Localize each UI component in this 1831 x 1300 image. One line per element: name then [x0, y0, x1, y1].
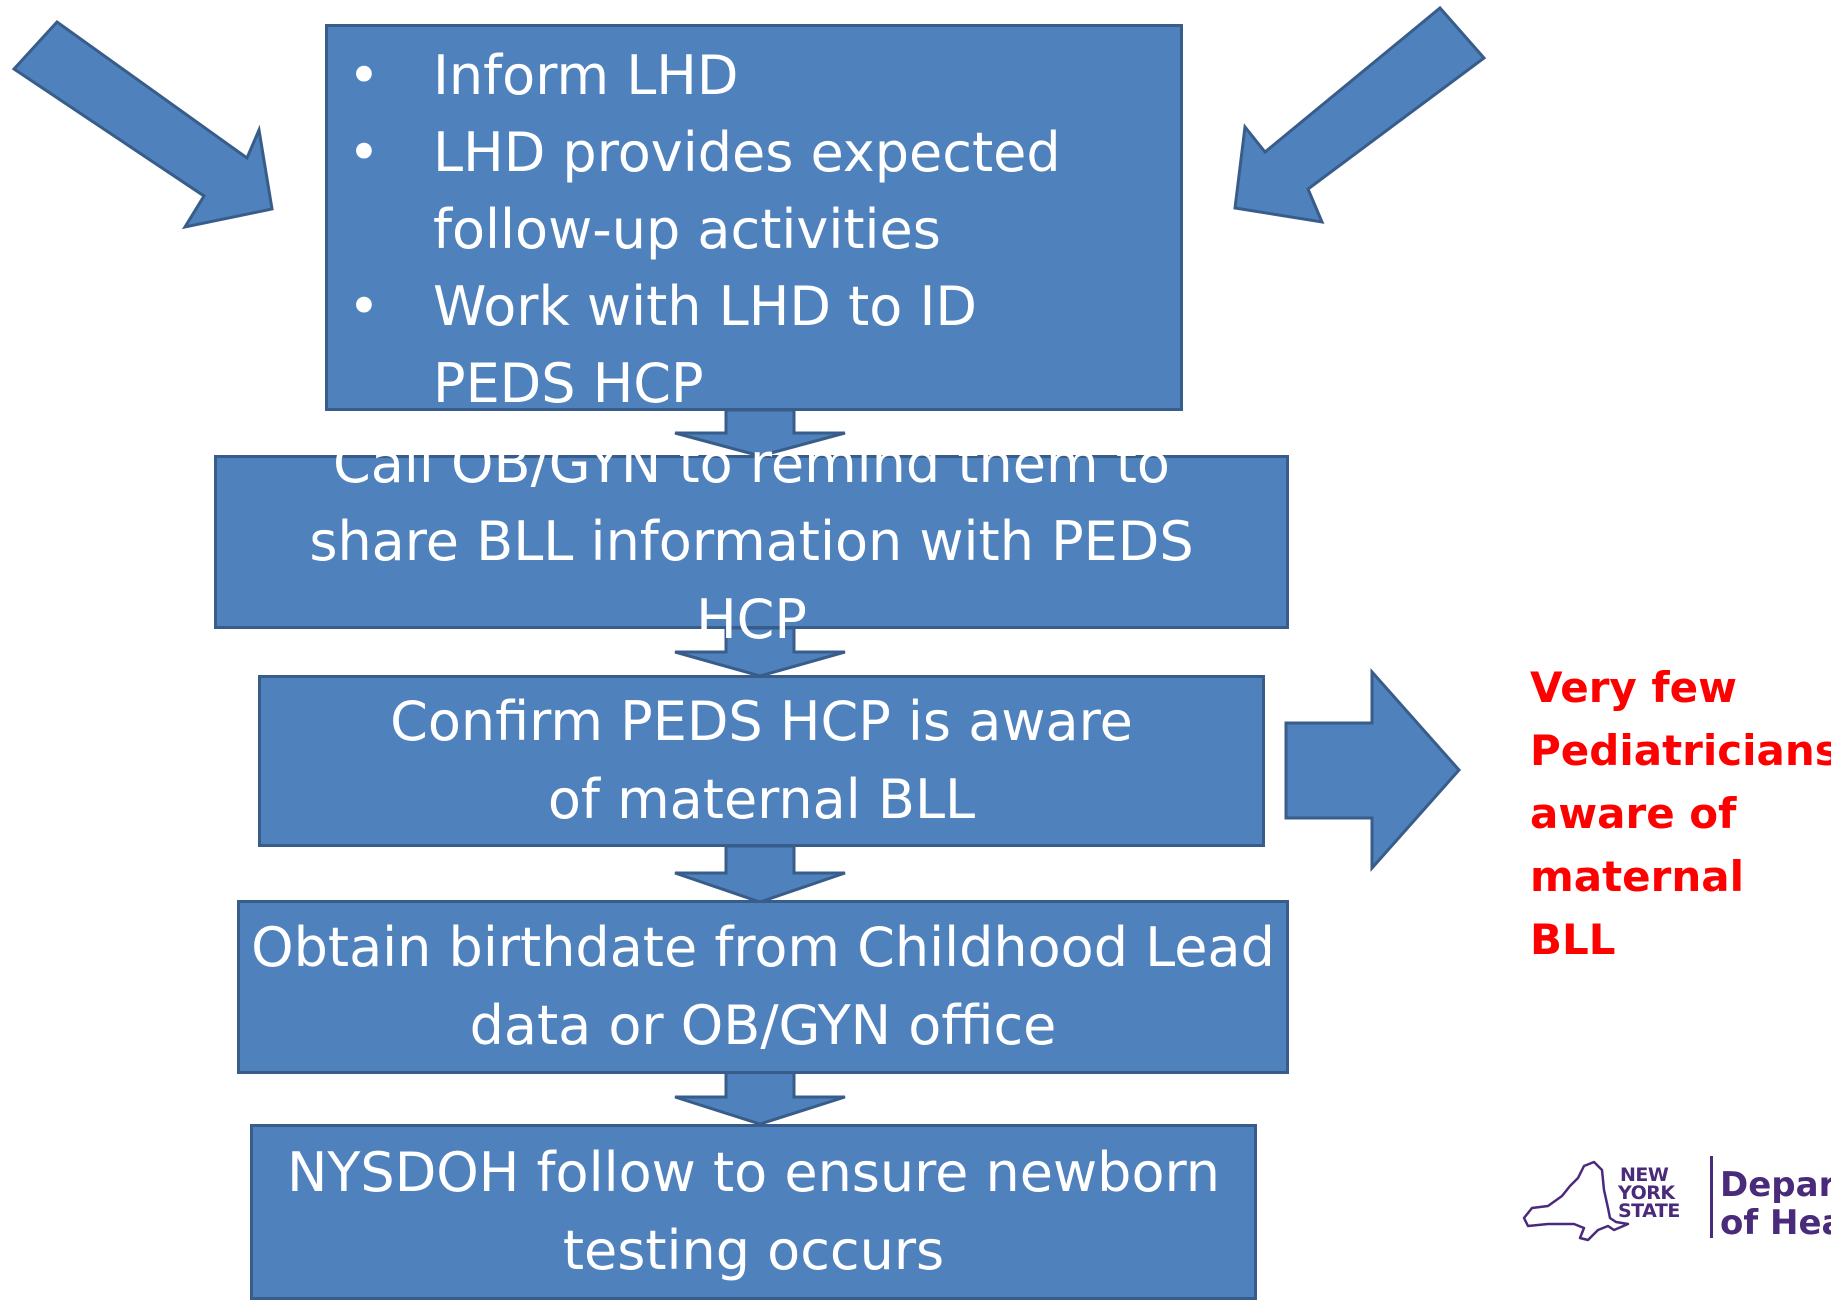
step-box-obtain-birthdate: Obtain birthdate from Childhood Lead dat… [237, 900, 1289, 1074]
step-text: Call OB/GYN to remind them to share BLL … [309, 432, 1194, 651]
side-note: Very few Pediatricians aware of maternal… [1530, 663, 1831, 964]
ny-state-outline-icon [1522, 1160, 1630, 1242]
nys-doh-logo: NEW YORK STATE Department of Health [1518, 1152, 1831, 1292]
list-item-text: LHD provides expected follow-up activiti… [433, 121, 1061, 261]
logo-divider [1710, 1156, 1713, 1238]
step-box-call-obgyn: Call OB/GYN to remind them to share BLL … [214, 432, 1289, 651]
logo-state-text: NEW YORK STATE [1618, 1164, 1680, 1222]
top-box-list: • Inform LHD • LHD provides expected follo… [328, 37, 1180, 422]
list-item: • Work with LHD to ID PEDS HCP [328, 268, 1180, 422]
list-item: • LHD provides expected follow-up activit… [328, 114, 1180, 268]
logo-dept-text: Department of Health [1720, 1166, 1831, 1242]
step-text: Obtain birthdate from Childhood Lead dat… [251, 916, 1275, 1057]
list-item-text: Work with LHD to ID PEDS HCP [433, 275, 977, 415]
bullet: • [348, 44, 380, 107]
logo-dept-line: Department [1720, 1165, 1831, 1205]
logo-dept-line: of Health [1720, 1203, 1831, 1243]
top-box: • Inform LHD • LHD provides expected follo… [325, 24, 1183, 415]
logo-state-line: STATE [1618, 1200, 1680, 1222]
logo-state-line: YORK [1618, 1182, 1675, 1204]
logo-state-line: NEW [1620, 1164, 1669, 1186]
step-text: Confirm PEDS HCP is aware of maternal BL… [390, 690, 1133, 831]
bullet: • [348, 121, 380, 184]
step-text: NYSDOH follow to ensure newborn testing … [287, 1141, 1220, 1282]
list-item-text: Inform LHD [433, 44, 739, 107]
step-box-nysdoh-follow: NYSDOH follow to ensure newborn testing … [250, 1124, 1257, 1300]
step-box-confirm-peds: Confirm PEDS HCP is aware of maternal BL… [258, 675, 1265, 847]
list-item: • Inform LHD [328, 37, 1180, 114]
bullet: • [348, 275, 380, 338]
